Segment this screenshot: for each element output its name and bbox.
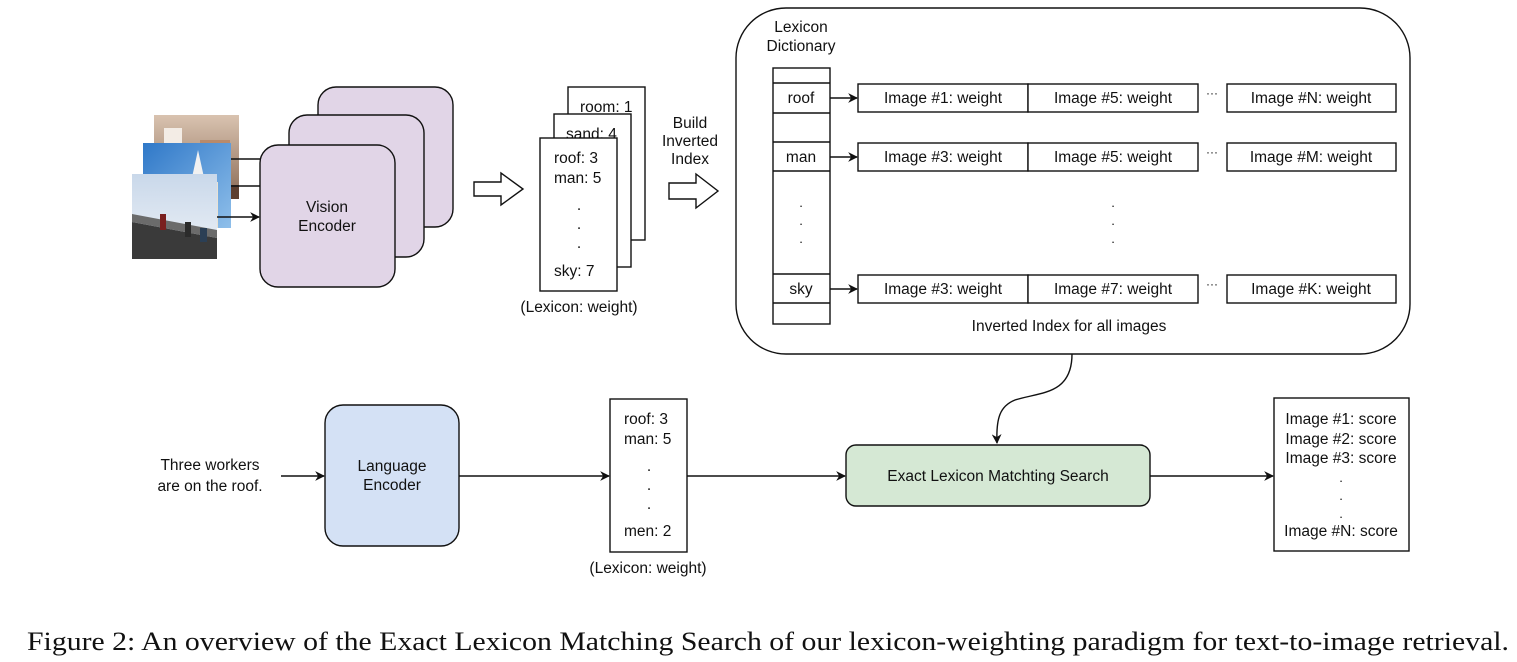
query-text-line-1: Three workers [160, 457, 259, 474]
result-entry: Image #1: score [1285, 411, 1396, 428]
dictionary-vertical-dot: . [799, 231, 803, 246]
dictionary-column [772, 67, 831, 325]
image-lexicon-card [539, 137, 618, 292]
query-text-line-2: are on the roof. [157, 478, 262, 495]
hollow-arrow-encoder-to-lexicon [473, 171, 525, 207]
postings-vertical-dot: . [1111, 231, 1115, 246]
posting-cell [1027, 274, 1199, 304]
dictionary-key-man: man [786, 149, 816, 166]
result-dot: . [1339, 470, 1343, 485]
lexicon-dot: . [577, 235, 581, 252]
postings-vertical-dot: . [1111, 195, 1115, 210]
dictionary-key-roof: roof [788, 90, 815, 107]
svg-text:Inverted: Inverted [662, 133, 718, 150]
result-dot: . [1339, 506, 1343, 521]
lexicon-entry: sky: 7 [554, 263, 594, 280]
dictionary-vertical-dot: . [799, 195, 803, 210]
build-index-label: Build Inverted Index [662, 115, 718, 168]
language-encoder-label-1: Language [358, 458, 427, 475]
lexicon-entry: men: 2 [624, 523, 671, 540]
posting-cell [1226, 274, 1397, 304]
vision-encoder-label-2: Encoder [298, 218, 356, 235]
image-lexicon-stack: room: 1 sand: 4 roof: 3 man: 5 . . . sky… [520, 86, 646, 316]
exact-lexicon-search-box: Exact Lexicon Matchting Search [845, 444, 1151, 507]
lexicon-back-entry: room: 1 [580, 99, 633, 116]
dictionary-key-sky: sky [789, 281, 813, 298]
image-lexicon-caption: (Lexicon: weight) [520, 299, 637, 316]
vision-encoder-label-1: Vision [306, 199, 348, 216]
posting-text: Image #3: weight [884, 281, 1003, 298]
posting-cell [1027, 83, 1199, 113]
posting-text: Image #5: weight [1054, 90, 1173, 107]
lexicon-entry: man: 5 [554, 170, 601, 187]
posting-text: Image #1: weight [884, 90, 1003, 107]
input-image-roof-workers [132, 174, 217, 259]
posting-text: Image #K: weight [1251, 281, 1371, 298]
image-lexicon-entries: roof: 3 man: 5 . . . sky: 7 [554, 150, 601, 280]
lexicon-entry: roof: 3 [624, 411, 668, 428]
vision-encoder-box [259, 144, 396, 288]
lexicon-dot: . [577, 216, 581, 233]
posting-text: Image #7: weight [1054, 281, 1173, 298]
posting-text: Image #5: weight [1054, 149, 1173, 166]
posting-ellipsis: ··· [1206, 86, 1218, 100]
index-to-search-arrow [991, 353, 1073, 444]
hollow-arrow-build-index [668, 172, 720, 210]
postings-vertical-dot: . [1111, 213, 1115, 228]
query-lexicon-caption: (Lexicon: weight) [589, 560, 706, 577]
lexicon-dot: . [647, 496, 651, 513]
vision-encoder-stack: Vision Encoder [259, 86, 454, 288]
language-encoder-label-2: Encoder [363, 477, 421, 494]
svg-text:Index: Index [671, 151, 709, 168]
language-encoder: Language Encoder [324, 404, 460, 547]
posting-cell [1226, 83, 1397, 113]
input-images [132, 115, 239, 259]
inverted-index-caption: Inverted Index for all images [972, 318, 1167, 335]
lexicon-dot: . [647, 458, 651, 475]
lexicon-entry: man: 5 [624, 431, 671, 448]
dictionary-vertical-dot: . [799, 213, 803, 228]
result-entry: Image #2: score [1285, 431, 1396, 448]
figure-caption: Figure 2: An overview of the Exact Lexic… [27, 627, 1509, 656]
posting-text: Image #M: weight [1250, 149, 1373, 166]
query-lexicon-card: roof: 3 man: 5 . . . men: 2 [609, 398, 688, 553]
svg-text:Build: Build [673, 115, 707, 132]
dictionary-title-1: Lexicon [774, 19, 827, 36]
posting-ellipsis: ··· [1206, 145, 1218, 159]
posting-cell [857, 142, 1029, 172]
lexicon-entry: roof: 3 [554, 150, 598, 167]
results-card: Image #1: score Image #2: score Image #3… [1273, 397, 1410, 552]
search-label: Exact Lexicon Matchting Search [887, 468, 1108, 485]
result-dot: . [1339, 488, 1343, 503]
lexicon-dot: . [577, 197, 581, 214]
result-entry: Image #N: score [1284, 523, 1398, 540]
posting-ellipsis: ··· [1206, 277, 1218, 291]
inverted-index-panel: Lexicon Dictionary roof man sky . . . . … [735, 7, 1411, 355]
posting-cell [1027, 142, 1199, 172]
posting-cell [1226, 142, 1397, 172]
lexicon-dot: . [647, 477, 651, 494]
dictionary-title-2: Dictionary [767, 38, 836, 55]
posting-text: Image #N: weight [1251, 90, 1372, 107]
posting-text: Image #3: weight [884, 149, 1003, 166]
result-entry: Image #3: score [1285, 450, 1396, 467]
